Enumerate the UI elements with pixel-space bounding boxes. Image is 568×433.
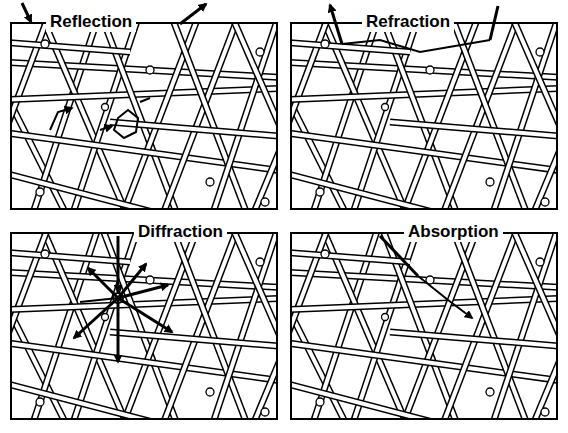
panel-box: Absorption	[290, 232, 558, 420]
panel-label: Diffraction	[134, 222, 227, 242]
panel-label: Reflection	[46, 12, 136, 32]
panel-box: Diffraction	[10, 232, 278, 420]
panel-label: Absorption	[404, 222, 503, 242]
panel-label: Refraction	[362, 12, 454, 32]
panel-box: Refraction	[290, 22, 558, 210]
panel-box: Reflection	[10, 22, 278, 210]
